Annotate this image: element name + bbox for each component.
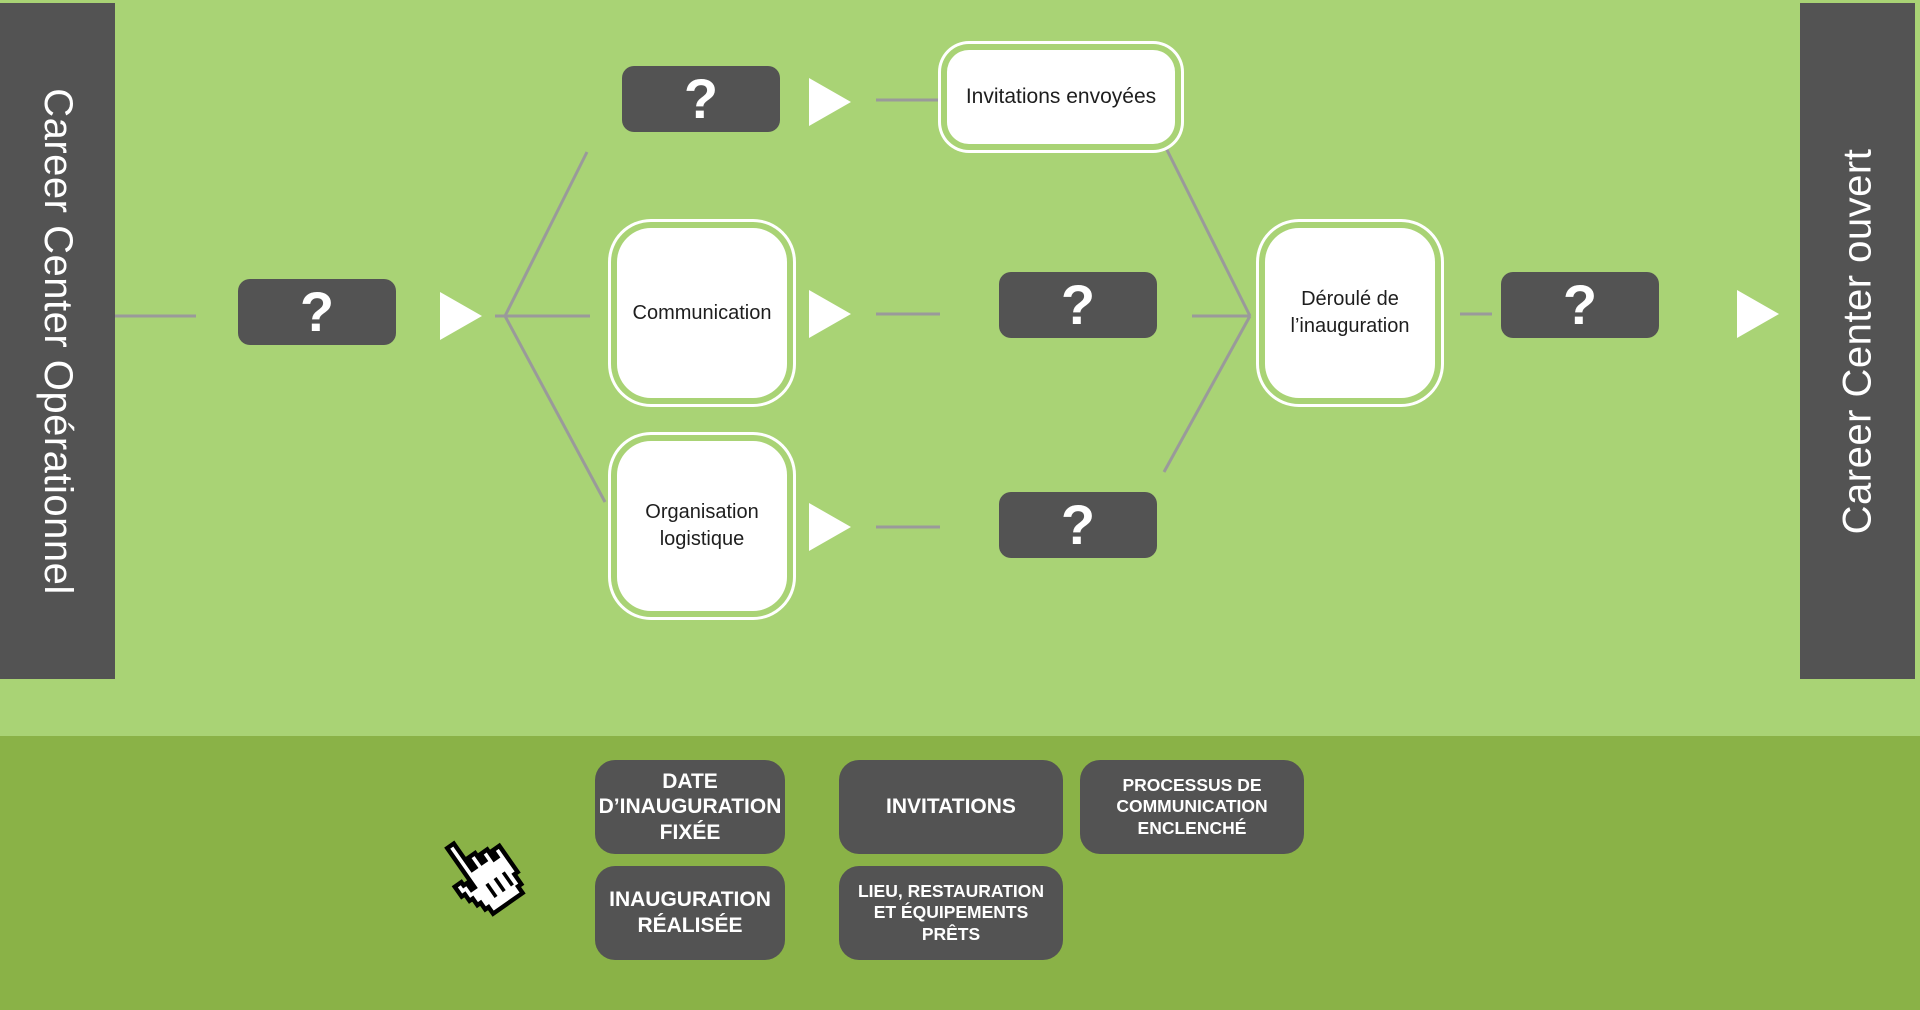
- question-mark-icon: ?: [299, 280, 335, 343]
- node-communication-label: Communication: [632, 301, 772, 324]
- drop-slot-top[interactable]: ?: [622, 66, 780, 132]
- pointer-hand-icon: [444, 840, 526, 917]
- chip-inauguration-done[interactable]: INAUGURATION RÉALISÉE: [595, 866, 785, 960]
- flow-arrow-icon: [809, 78, 851, 126]
- node-logistics-label: Organisation logistique: [645, 501, 759, 550]
- node-logistics: Organisation logistique: [617, 441, 787, 611]
- node-invitations-sent: Invitations envoyées: [947, 50, 1175, 144]
- question-mark-icon: ?: [1060, 493, 1096, 556]
- chip-venue-ready[interactable]: LIEU, RESTAURATION ET ÉQUIPEMENTS PRÊTS: [839, 866, 1063, 960]
- node-inauguration-flow-label: Déroulé de l’inauguration: [1290, 288, 1410, 337]
- chip-invitations[interactable]: INVITATIONS: [839, 760, 1063, 854]
- question-mark-icon: ?: [1060, 273, 1096, 336]
- question-mark-icon: ?: [683, 67, 719, 130]
- node-invitations-sent-label: Invitations envoyées: [965, 84, 1157, 108]
- node-inauguration-flow: Déroulé de l’inauguration: [1265, 228, 1435, 398]
- node-communication: Communication: [617, 228, 787, 398]
- start-stage-label: Career Center Opérationnel: [36, 87, 80, 595]
- drop-slot-end[interactable]: ?: [1501, 272, 1659, 338]
- drop-slot-bottom[interactable]: ?: [999, 492, 1157, 558]
- chip-date-fixed[interactable]: DATE D’INAUGURATION FIXÉE: [595, 760, 785, 854]
- flow-arrow-icon: [809, 503, 851, 551]
- chip-communication-process[interactable]: PROCESSUS DE COMMUNICATION ENCLENCHÉ: [1080, 760, 1304, 854]
- flow-arrow-icon: [440, 292, 482, 340]
- drop-slot-middle[interactable]: ?: [999, 272, 1157, 338]
- start-stage-sidebar: Career Center Opérationnel: [0, 3, 115, 679]
- end-stage-label: Career Center ouvert: [1835, 148, 1880, 534]
- question-mark-icon: ?: [1562, 273, 1598, 336]
- end-stage-sidebar: Career Center ouvert: [1800, 3, 1915, 679]
- flow-arrow-icon: [1737, 290, 1779, 338]
- flow-arrow-icon: [809, 290, 851, 338]
- drop-slot-start[interactable]: ?: [238, 279, 396, 345]
